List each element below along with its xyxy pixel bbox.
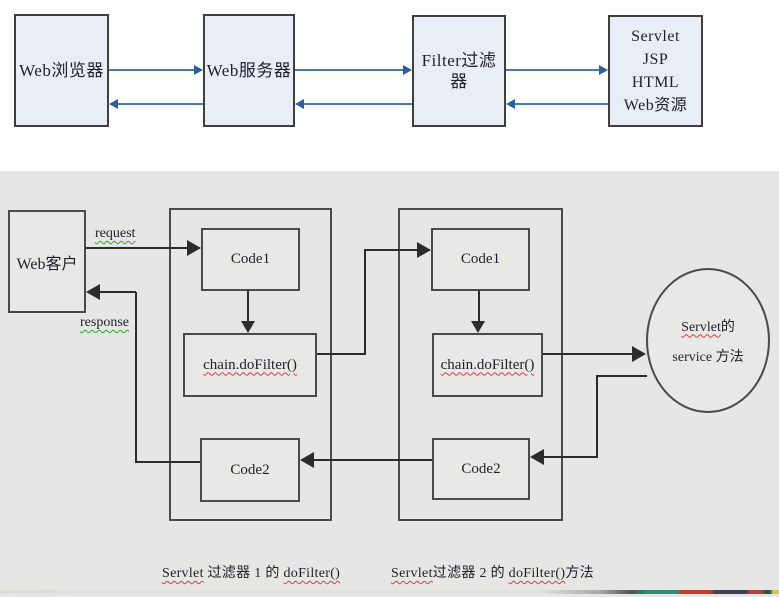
arrow-filter-to-server-head [295,99,304,109]
response-path-vertical-line [135,292,137,463]
box-filter: Filter过滤 器 [412,15,506,127]
filter2-caption-mid: 过滤器 2 的 [432,566,509,581]
box-web-browser: Web浏览器 [14,14,109,127]
arrow-browser-to-server-line [109,69,195,71]
servlet-service-circle: Servlet的 service 方法 [646,268,770,413]
arrow-resource-to-filter-head [506,99,515,109]
resource-line-jsp: JSP [642,50,669,68]
servlet-return-head [530,449,544,465]
box-web-server-label: Web服务器 [206,60,292,80]
filter1-caption-mid: 过滤器 1 的 [203,566,284,581]
filter1-caption-servlet: Servlet [162,566,204,581]
box-filter-label-line1: Filter过滤 [421,50,497,70]
servlet-return-top-line [597,375,647,377]
servlet-circle-line1-zh: 的 [720,319,735,335]
filter2-chain-to-servlet-head [632,346,646,362]
arrow-server-to-browser-head [109,99,118,109]
servlet-return-bottom-line [544,456,597,458]
arrow-server-to-filter-head [403,65,412,75]
filter1-chain-label: chain.doFilter() [203,356,297,373]
filter1-code2-box: Code2 [200,438,300,502]
box-web-browser-label: Web浏览器 [19,60,104,80]
response-arrow-head [86,284,100,300]
response-label: response [80,315,129,330]
box-web-resources: Servlet JSP HTML Web资源 [608,15,703,127]
filter1-to-filter2-head [417,242,431,258]
arrow-filter-to-server-line [304,103,412,105]
servlet-circle-line1: Servlet的 [681,316,735,336]
arrow-filter-to-resource-line [506,69,599,71]
response-path-bottom-line [136,461,200,463]
filter2-chain-box: chain.doFilter() [432,333,543,397]
box-web-client: Web客户 [8,210,86,313]
filter2-code2-box: Code2 [432,438,530,500]
request-arrow-head [187,240,201,256]
arrow-server-to-filter-line [295,69,403,71]
filter2-to-filter1-return-line [314,459,432,461]
filter2-to-filter1-return-head [300,452,314,468]
filter2-caption-suffix: 方法 [565,566,594,581]
filter2-container [398,208,563,521]
filter2-code1-label: Code1 [460,251,501,267]
arrow-resource-to-filter-line [515,103,608,105]
filter1-code1-to-chain-line [247,291,249,323]
request-label: request [95,226,136,241]
filter2-caption-dofilter: doFilter() [508,566,566,581]
filter1-code1-box: Code1 [201,228,300,291]
servlet-return-vertical-line [596,375,598,458]
filter1-code2-label: Code2 [230,461,270,478]
box-filter-label-line2: 器 [450,72,468,91]
filter2-caption-servlet: Servlet [391,566,433,581]
resource-line-web: Web资源 [623,97,688,115]
request-arrow-line [86,247,187,249]
filter2-chain-to-servlet-line [543,353,632,355]
response-path-top-line [100,291,136,293]
filter1-caption: Servlet 过滤器 1 的 doFilter() [162,562,340,582]
filter2-chain-label: chain.doFilter() [440,356,535,373]
arrow-browser-to-server-head [194,65,203,75]
filter1-code1-label: Code1 [230,251,271,267]
filter1-code1-to-chain-head [241,321,255,333]
resource-line-servlet: Servlet [631,27,680,45]
filter2-code2-label: Code2 [461,460,501,477]
filter2-code1-to-chain-head [471,321,485,333]
servlet-circle-line2: service 方法 [672,349,744,365]
filter1-chain-exit-line [317,353,366,355]
filter1-container [169,208,332,521]
filter2-code1-to-chain-line [478,291,480,323]
filter2-code1-box: Code1 [431,228,530,291]
arrow-server-to-browser-line [118,103,203,105]
bottom-color-strip [0,590,779,594]
box-web-client-label: Web客户 [16,255,78,273]
filter1-to-filter2-top-line [364,249,417,251]
filter1-caption-dofilter: doFilter() [283,566,341,581]
filter-chain-panel [0,171,779,597]
filter1-to-filter2-vertical-line [364,249,366,355]
servlet-circle-line1-en: Servlet [681,319,721,335]
filter1-chain-box: chain.doFilter() [183,333,317,397]
filter2-caption: Servlet过滤器 2 的 doFilter()方法 [391,562,594,582]
arrow-filter-to-resource-head [599,65,608,75]
box-web-server: Web服务器 [203,14,295,127]
resource-line-html: HTML [631,74,680,91]
